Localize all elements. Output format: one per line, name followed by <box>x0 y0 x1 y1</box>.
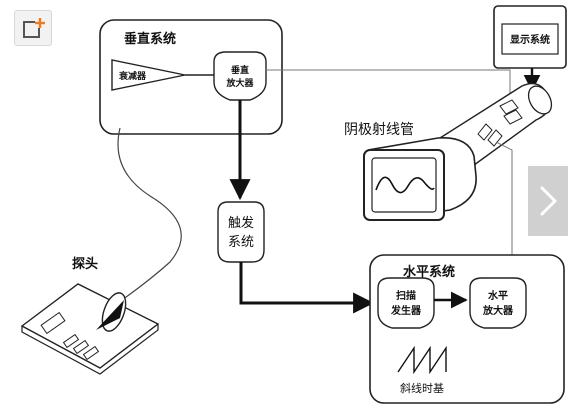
display-system-label: 显示系统 <box>510 33 550 46</box>
board-pad-1 <box>62 333 80 349</box>
vertical-system-title: 垂直系统 <box>124 31 176 47</box>
vertical-amplifier-label-1: 垂直 <box>231 64 249 76</box>
horizontal-amp-to-crt-line <box>495 141 513 258</box>
horizontal-system-title: 水平系统 <box>403 264 455 280</box>
crt-waveform <box>375 176 435 194</box>
horizontal-system-box <box>369 254 565 404</box>
board-chip <box>40 311 66 335</box>
probe-tip <box>96 300 124 330</box>
sweep-generator-box <box>377 277 435 329</box>
vertical-amplifier-box <box>213 51 267 101</box>
circuit-board-edge <box>21 324 159 375</box>
board-pad-2 <box>72 339 90 355</box>
horizontal-amplifier-label-2: 放大器 <box>482 304 514 317</box>
vertical-amp-to-crt-line <box>266 69 511 98</box>
vertical-system-box <box>99 19 283 135</box>
vertical-deflection-plates <box>499 99 523 125</box>
board-pad-3 <box>82 345 100 361</box>
trigger-label-2: 系统 <box>228 235 254 250</box>
display-system-inner <box>501 23 559 55</box>
vertical-amplifier-label-2: 放大器 <box>225 77 254 89</box>
add-box-icon <box>23 18 45 38</box>
probe-label: 探头 <box>72 256 98 272</box>
add-box-button[interactable] <box>14 10 52 46</box>
next-slide-button[interactable] <box>528 166 568 236</box>
trigger-system-box <box>217 201 265 263</box>
horizontal-amplifier-label-1: 水平 <box>487 289 508 302</box>
trigger-label-1: 触发 <box>228 215 254 231</box>
ramp-label: 斜线时基 <box>400 381 444 395</box>
sweep-generator-label-1: 扫描 <box>396 289 416 302</box>
attenuator-symbol <box>111 59 186 91</box>
probe-cable <box>117 127 182 301</box>
sweep-generator-label-2: 发生器 <box>390 304 422 317</box>
horizontal-deflection-plates <box>477 123 503 147</box>
horizontal-amplifier-box <box>469 277 527 329</box>
chevron-right-icon <box>540 186 557 216</box>
crt-neck-end <box>527 85 553 115</box>
attenuator-label: 衰减器 <box>118 70 147 82</box>
crt-label: 阴极射线管 <box>344 122 414 138</box>
trigger-to-sweep-arrow <box>239 262 375 314</box>
crt-screen <box>371 157 437 213</box>
ramp-waveform <box>397 345 447 375</box>
